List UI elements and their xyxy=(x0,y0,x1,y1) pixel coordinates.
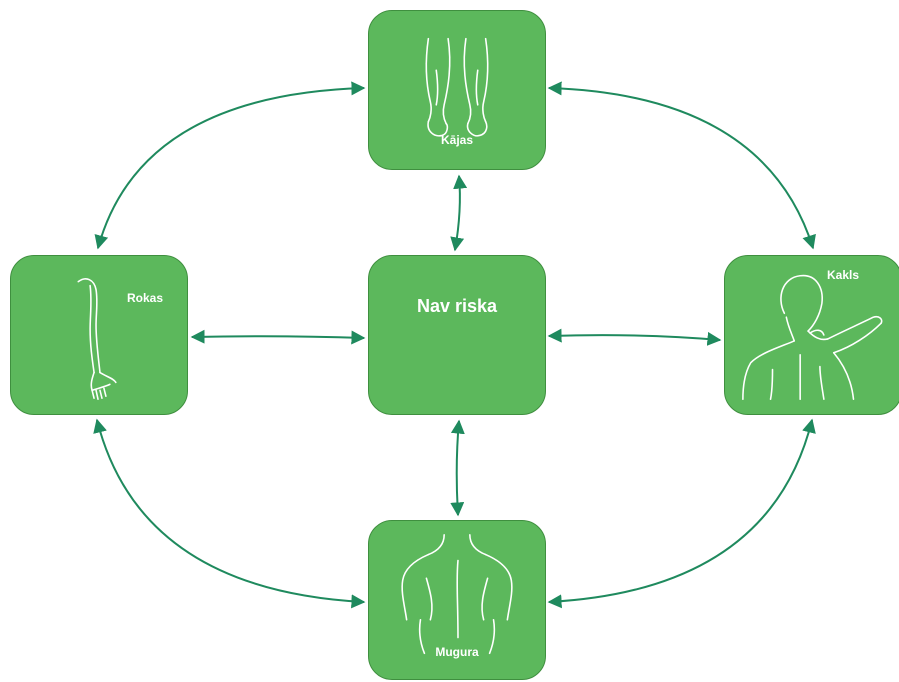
node-back-label: Mugura xyxy=(435,645,479,659)
node-neck: Kakls xyxy=(724,255,899,415)
back-figure-icon xyxy=(401,534,513,655)
node-legs-label: Kājas xyxy=(440,133,474,147)
legs-figure-icon xyxy=(425,37,489,137)
arm-figure-icon xyxy=(77,278,117,400)
node-legs: Kājas xyxy=(368,10,546,170)
node-arms-label: Rokas xyxy=(127,291,164,305)
node-back: Mugura xyxy=(368,520,546,680)
connector-arms-back xyxy=(93,418,366,609)
connector-center-neck xyxy=(547,328,722,346)
connector-arms-center xyxy=(190,329,366,345)
connector-legs-center xyxy=(450,174,468,252)
node-neck-label: Kakls xyxy=(827,268,860,282)
connector-center-back xyxy=(450,419,465,517)
connector-legs-neck xyxy=(547,81,816,250)
node-center: Nav riska xyxy=(368,255,546,415)
node-arms: Rokas xyxy=(10,255,188,415)
connector-neck-back xyxy=(547,418,816,609)
node-center-label: Nav riska xyxy=(416,296,498,316)
connector-legs-arms xyxy=(94,81,366,250)
neck-figure-icon xyxy=(742,274,883,400)
